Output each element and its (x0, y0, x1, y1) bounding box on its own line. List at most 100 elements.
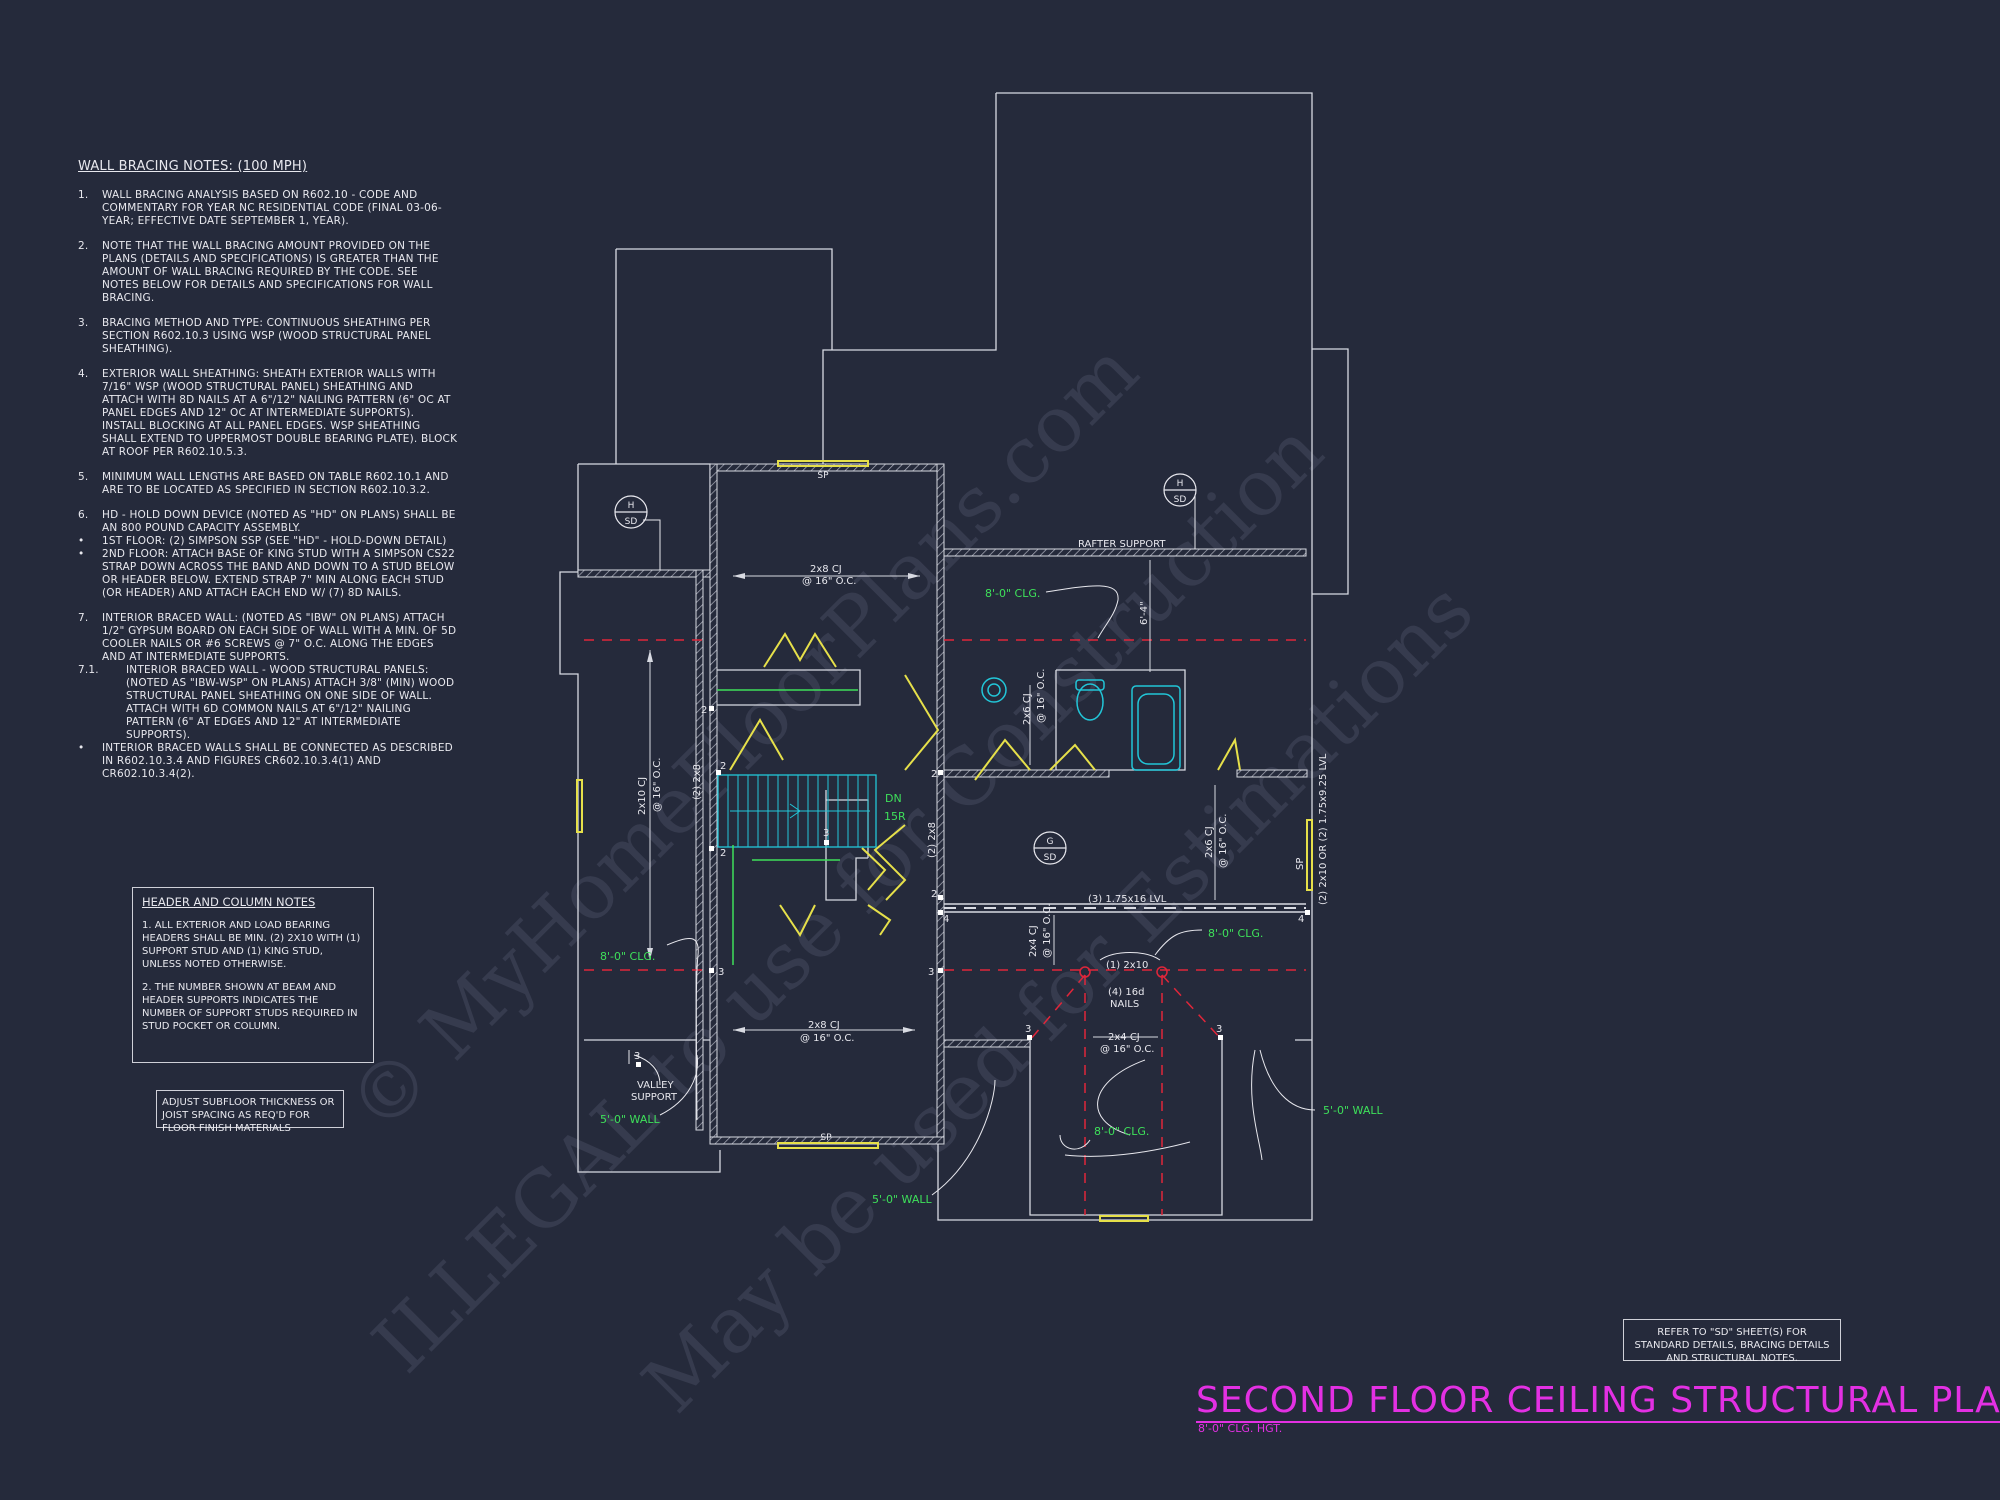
header-label: (2) 2x10 OR (2) 1.75x9.25 LVL (1318, 753, 1329, 905)
stud-count: 3 (718, 967, 724, 978)
exterior-wall (577, 1041, 721, 1173)
note-item: 4.EXTERIOR WALL SHEATHING: SHEATH EXTERI… (78, 368, 458, 459)
hd-label-h: H (628, 501, 635, 511)
joist-spacing-label: @ 16" O.C. (1218, 814, 1229, 869)
wall-height-label: 5'-0" WALL (1323, 1104, 1383, 1117)
note-number: 7. (78, 612, 89, 624)
ceiling-height-label: 8'-0" CLG. (1208, 927, 1263, 940)
door-swing (873, 824, 907, 901)
door-swing (867, 904, 892, 936)
note-item: 6.HD - HOLD DOWN DEVICE (NOTED AS "HD" O… (78, 509, 458, 535)
wall-bracing-notes: WALL BRACING NOTES: (100 MPH) 1. WALL BRA… (78, 160, 458, 793)
joist-spacing-label: @ 16" O.C. (1042, 904, 1053, 959)
wall-bracing-title: WALL BRACING NOTES: (100 MPH) (78, 159, 308, 174)
leader-line (666, 937, 699, 1121)
leader-line (1099, 952, 1161, 961)
shear-panel-label: SP (1295, 858, 1306, 870)
note-number: 4. (78, 368, 89, 380)
shear-panel (777, 1142, 879, 1149)
roof-outline (616, 248, 833, 350)
valley-support-label: VALLEY (637, 1080, 675, 1091)
note-item: 7. INTERIOR BRACED WALL: (NOTED AS "IBW" … (78, 612, 458, 664)
inner-wall (826, 799, 869, 858)
stud-marker (716, 770, 721, 775)
stud-count: 3 (823, 828, 829, 839)
hatched-wall (695, 569, 704, 1131)
hd-label-g: G (1047, 837, 1054, 847)
note-item: 7.1.INTERIOR BRACED WALL - WOOD STRUCTUR… (78, 664, 458, 742)
hatched-wall (943, 548, 1307, 557)
door-swing (1049, 743, 1096, 771)
note-number: 7.1. (78, 664, 99, 676)
note-text: WALL BRACING ANALYSIS BASED ON R602.10 -… (102, 189, 442, 227)
bathtub-inner-icon (1137, 693, 1175, 765)
leader-line (633, 1054, 661, 1086)
stud-marker (1305, 910, 1310, 915)
leader-line (1045, 585, 1119, 639)
hd-label-h: H (1177, 479, 1184, 489)
header-label: (1) 2x10 (1106, 960, 1148, 971)
stud-count: 3 (928, 967, 934, 978)
note-number: 5. (78, 471, 89, 483)
header-label: (2) 2x8 (692, 764, 703, 800)
stud-marker (636, 1062, 641, 1067)
hatched-wall (943, 1039, 1031, 1048)
stud-count: 2 (931, 889, 937, 900)
joist-label: 2x6 CJ (1022, 693, 1033, 725)
door-swing (1217, 737, 1241, 771)
note-bullet: • (78, 535, 85, 547)
plan-title: SECOND FLOOR CEILING STRUCTURAL PLAN (1196, 1380, 2000, 1423)
stud-marker (1218, 1035, 1223, 1040)
valley-support-label: SUPPORT (631, 1092, 678, 1103)
shear-panel-label: SP (820, 1133, 832, 1143)
leader-line (1064, 1141, 1191, 1157)
stud-marker (824, 840, 829, 845)
header-label: (2) 2x8 (927, 822, 938, 858)
subfloor-note: ADJUST SUBFLOOR THICKNESS OR JOIST SPACI… (156, 1090, 344, 1134)
note-item: 3.BRACING METHOD AND TYPE: CONTINUOUS SH… (78, 317, 458, 356)
sink-icon (987, 683, 1001, 697)
stud-count: 4 (1298, 914, 1304, 925)
note-text: INTERIOR BRACED WALL: (NOTED AS "IBW" ON… (102, 612, 457, 663)
shear-panel (1306, 819, 1313, 891)
joist-spacing-label: @ 16" O.C. (1100, 1044, 1155, 1055)
door-swing (974, 738, 1031, 781)
stud-count: 2 (931, 769, 937, 780)
hd-label-sd: SD (1174, 495, 1187, 505)
note-number: 1. (78, 189, 89, 201)
header-column-notes: HEADER AND COLUMN NOTES 1. ALL EXTERIOR … (132, 887, 374, 1063)
stud-count: 4 (943, 914, 949, 925)
hatched-wall (577, 569, 711, 578)
stud-count: 3 (634, 1051, 640, 1062)
stud-marker (938, 770, 943, 775)
lvl-beam-label: (3) 1.75x16 LVL (1088, 894, 1167, 905)
leader-line (1259, 1049, 1316, 1111)
inner-wall (825, 790, 868, 901)
refer-note: REFER TO "SD" SHEET(S) FOR STANDARD DETA… (1623, 1319, 1841, 1364)
note-item: •2ND FLOOR: ATTACH BASE OF KING STUD WIT… (78, 548, 458, 600)
ceiling-height-label: 8'-0" CLG. (600, 950, 655, 963)
stud-count: 3 (1025, 1024, 1031, 1035)
note-text: MINIMUM WALL LENGTHS ARE BASED ON TABLE … (102, 471, 449, 496)
lvl-beam (944, 903, 1306, 913)
header-column-title: HEADER AND COLUMN NOTES (142, 895, 316, 909)
joist-label: 2x6 CJ (1204, 826, 1215, 858)
wall-height-label: 5'-0" WALL (872, 1193, 932, 1206)
stud-marker (938, 895, 943, 900)
roof-outline (996, 92, 1313, 594)
leader-line (931, 1079, 996, 1196)
red-dashed-line (1161, 974, 1223, 1041)
joist-label: 2x10 CJ (637, 777, 648, 815)
leader-line (1251, 1049, 1263, 1161)
door-swing (779, 904, 816, 937)
stair-direction-label: DN (885, 792, 902, 805)
inner-wall (713, 669, 861, 706)
stud-marker (709, 968, 714, 973)
bathtub-icon (1131, 685, 1181, 771)
joist-label: 2x4 CJ (1108, 1032, 1140, 1043)
hatched-wall (936, 463, 945, 1145)
inner-wall (1055, 669, 1186, 771)
door-swing (763, 632, 837, 668)
note-text: NOTE THAT THE WALL BRACING AMOUNT PROVID… (102, 240, 439, 304)
rafter-support-label: RAFTER SUPPORT (1078, 539, 1166, 550)
